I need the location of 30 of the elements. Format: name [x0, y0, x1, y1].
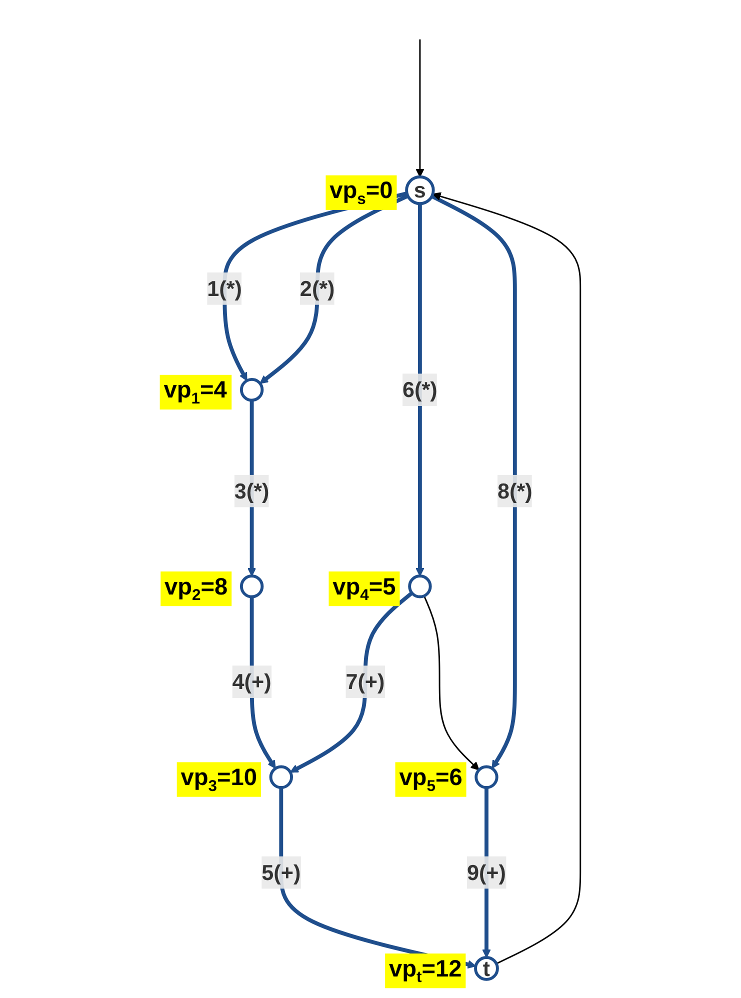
- value-label: vp$_{5}$=6: [396, 762, 467, 797]
- value-label: vp$_{t}$=12: [385, 954, 466, 988]
- node-circle: s: [405, 175, 436, 206]
- node-circle: [408, 574, 432, 598]
- arrow: [424, 596, 480, 770]
- edge-label: 2(*): [300, 276, 336, 301]
- node-circle: t: [474, 956, 500, 981]
- edge-label: 7(+): [346, 669, 386, 694]
- node-circle: [475, 765, 499, 789]
- value-label: vp$_{s}$=0: [326, 175, 398, 210]
- value-label: vp$_{1}$=4: [160, 374, 232, 410]
- arrow: [416, 204, 425, 576]
- arrow: [431, 194, 518, 769]
- edge-label: 1(*): [208, 276, 242, 301]
- edge-label: 6(*): [402, 378, 438, 402]
- value-label: vp$_{4}$=5: [329, 571, 400, 606]
- edge-label: 3(*): [234, 478, 270, 504]
- value-label: vp$_{3}$=10: [177, 762, 262, 797]
- arrow: [416, 39, 425, 178]
- value-label: vp$_{2}$=8: [160, 571, 232, 606]
- node-circle: [270, 765, 294, 789]
- node-circle: [240, 378, 264, 402]
- edge-label: 8(*): [498, 478, 533, 504]
- edge-label: 4(+): [232, 669, 272, 694]
- edge-label: 5(+): [262, 860, 302, 885]
- arrow: [290, 591, 414, 773]
- edge-label: 9(+): [467, 860, 506, 885]
- arrow: [432, 192, 582, 964]
- arrow: [260, 194, 410, 384]
- node-circle: [240, 574, 264, 598]
